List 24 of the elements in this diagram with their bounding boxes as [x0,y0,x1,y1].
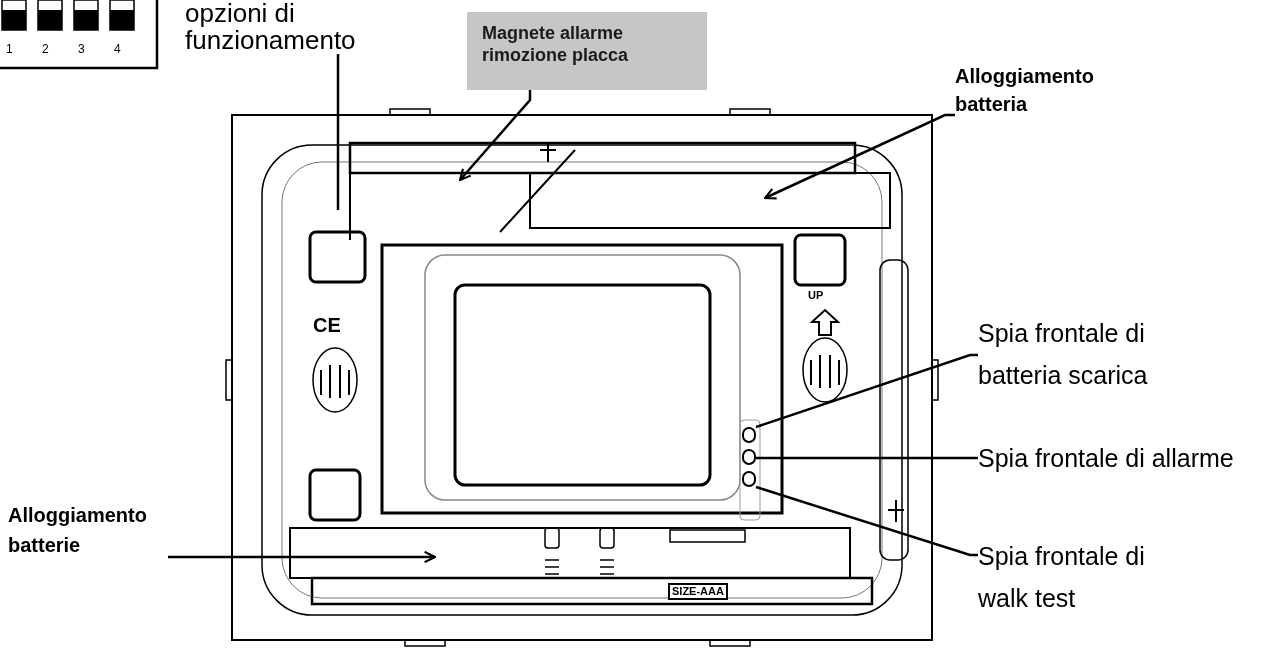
callout-box: Magnete allarme rimozione placca [467,12,707,90]
callout-text: Alloggiamento batteria [955,62,1155,118]
switch-number: 3 [78,41,85,58]
switch-number: 1 [6,41,13,58]
arrow [763,113,955,200]
callout-text: opzioni di funzionamento [185,0,375,54]
leader-line [755,353,978,429]
leader-line [755,485,978,557]
callout-text: Spia frontale di allarme [978,440,1258,476]
switch-number: 4 [114,41,121,58]
led-indicator [742,449,756,465]
arrow [458,90,532,182]
led-indicator [742,471,756,487]
callout-text: Spia frontale di batteria scarica [978,312,1193,396]
leader-line [756,456,978,460]
arrow [168,550,437,564]
callout-text: Spia frontale di walk test [978,535,1193,619]
led-indicator [742,427,756,443]
battery-size-label: SIZE-AAA [668,583,728,600]
switch-number: 2 [42,41,49,58]
leader-line [336,54,340,210]
marking-label: CE [313,313,341,338]
marking-label: UP [808,288,824,303]
callout-text: Alloggiamento batterie [8,500,168,560]
